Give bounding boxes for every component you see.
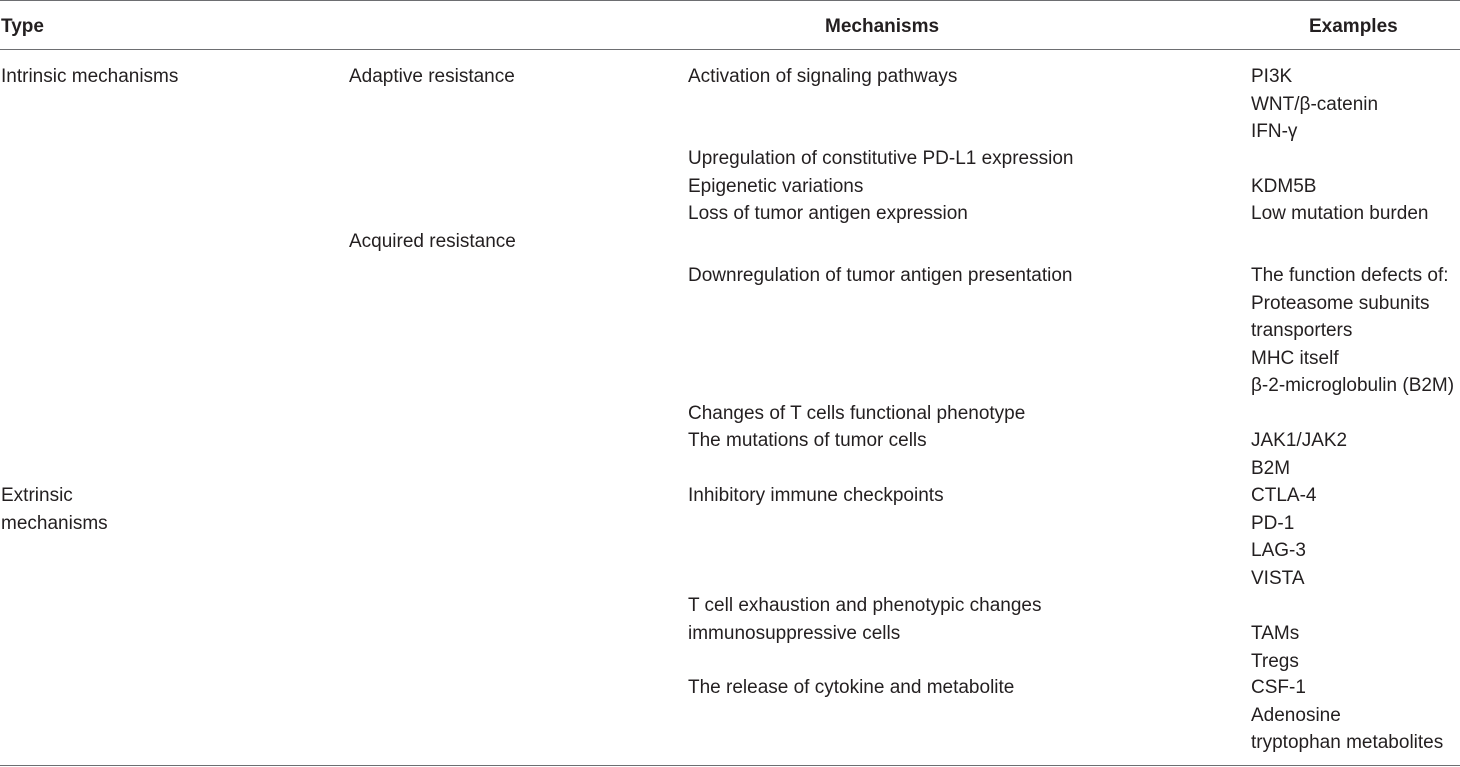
table-bottom-rule xyxy=(0,765,1460,766)
subtype-cell: Acquired resistance xyxy=(349,231,516,252)
type-cell: Intrinsic mechanisms xyxy=(1,66,179,87)
examples-cell: PI3K WNT/β-catenin IFN-γ xyxy=(1251,66,1379,142)
mechanism-cell: Upregulation of constitutive PD-L1 expre… xyxy=(688,148,1074,169)
table-top-rule xyxy=(0,0,1460,1)
mechanism-cell: Downregulation of tumor antigen presenta… xyxy=(688,265,1073,286)
subtype-cell: Adaptive resistance xyxy=(349,66,515,87)
examples-cell: CSF-1 Adenosine tryptophan metabolites xyxy=(1251,677,1444,753)
examples-cell: Low mutation burden xyxy=(1251,203,1429,224)
mechanism-cell: Activation of signaling pathways xyxy=(688,66,958,87)
header-mechanisms: Mechanisms xyxy=(825,16,940,37)
mechanism-cell: Inhibitory immune checkpoints xyxy=(688,485,944,506)
examples-cell: CTLA-4 PD-1 LAG-3 VISTA xyxy=(1251,485,1317,589)
mechanism-cell: Changes of T cells functional phenotype xyxy=(688,403,1026,424)
examples-cell: JAK1/JAK2 B2M xyxy=(1251,430,1348,479)
type-cell: Extrinsic mechanisms xyxy=(1,485,108,534)
header-rule xyxy=(0,49,1460,50)
mechanism-cell: immunosuppressive cells xyxy=(688,623,901,644)
mechanism-cell: T cell exhaustion and phenotypic changes xyxy=(688,595,1042,616)
header-type: Type xyxy=(1,16,44,37)
examples-cell: The function defects of: Proteasome subu… xyxy=(1251,265,1455,396)
header-examples: Examples xyxy=(1309,16,1398,37)
mechanism-cell: The release of cytokine and metabolite xyxy=(688,677,1015,698)
examples-cell: KDM5B xyxy=(1251,176,1317,197)
mechanism-cell: The mutations of tumor cells xyxy=(688,430,927,451)
mechanism-cell: Epigenetic variations xyxy=(688,176,864,197)
mechanism-cell: Loss of tumor antigen expression xyxy=(688,203,968,224)
examples-cell: TAMs Tregs xyxy=(1251,623,1300,672)
